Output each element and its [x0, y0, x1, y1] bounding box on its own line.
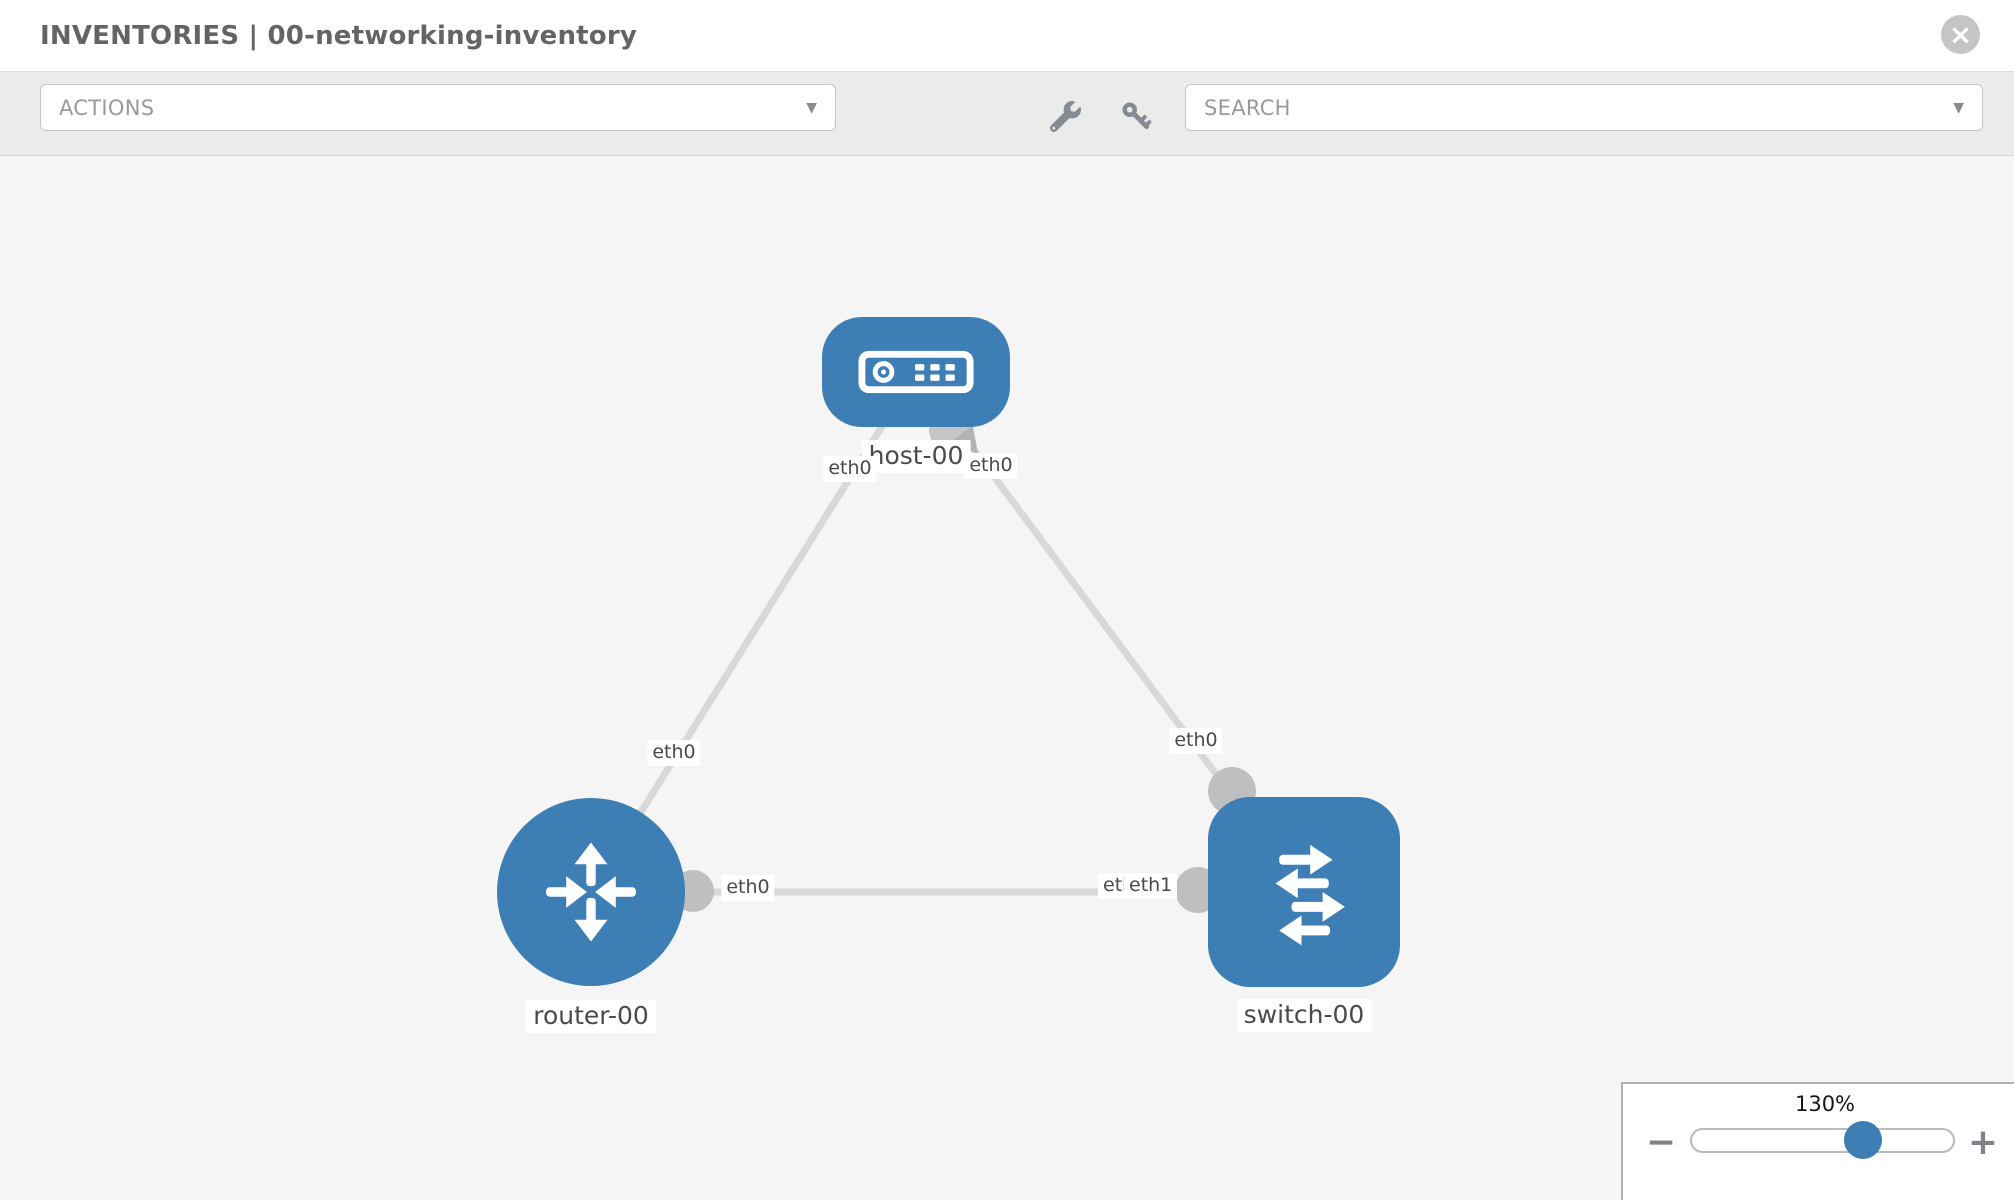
node-label-host: host-00: [861, 440, 971, 473]
credentials-button[interactable]: [1116, 96, 1156, 136]
zoom-slider-thumb[interactable]: [1844, 1121, 1882, 1159]
zoom-out-button[interactable]: −: [1639, 1112, 1683, 1172]
zoom-slider[interactable]: [1690, 1121, 1955, 1159]
search-dropdown[interactable]: SEARCH ▼: [1185, 84, 1983, 131]
iface-label-router-switch-routerend: eth0: [721, 875, 775, 901]
topology-links: [588, 369, 1307, 913]
search-dropdown-label: SEARCH: [1204, 95, 1291, 120]
node-router[interactable]: [497, 798, 685, 986]
key-icon: [1121, 101, 1151, 129]
iface-label-host-switch-hostend: eth0: [964, 453, 1018, 479]
chevron-down-icon: ▼: [1953, 99, 1964, 116]
switch-icon: [1275, 844, 1345, 946]
actions-dropdown-label: ACTIONS: [59, 95, 155, 120]
link-arrowhead: [951, 425, 979, 454]
iface-label-host-switch-switchend: eth0: [1169, 728, 1223, 754]
chevron-down-icon: ▼: [806, 99, 817, 116]
node-host[interactable]: [822, 317, 1010, 427]
node-switch[interactable]: [1208, 797, 1400, 987]
plus-icon: +: [1967, 1121, 1999, 1163]
router-icon: [546, 842, 636, 942]
wrench-icon: [1049, 100, 1081, 132]
page-header: INVENTORIES | 00-networking-inventory ×: [0, 0, 2014, 72]
configure-button[interactable]: [1045, 96, 1085, 136]
topology-canvas[interactable]: host-00 router-00 switch-00 eth0 eth0 et…: [0, 156, 2014, 1200]
iface-label-host-router-routerend: eth0: [647, 740, 701, 766]
close-button[interactable]: ×: [1941, 15, 1980, 54]
close-icon: ×: [1948, 17, 1973, 51]
zoom-level: 130%: [1794, 1092, 1856, 1116]
iface-label-host-router-hostend: eth0: [823, 456, 877, 482]
node-label-router: router-00: [526, 1000, 656, 1033]
page-title: INVENTORIES | 00-networking-inventory: [40, 20, 638, 51]
minus-icon: −: [1645, 1121, 1677, 1163]
host-icon: [858, 350, 974, 394]
node-label-switch: switch-00: [1236, 999, 1372, 1032]
zoom-panel: 130% − +: [1621, 1082, 2014, 1200]
iface-label-router-switch-switchend: eth1: [1124, 873, 1178, 899]
toolbar: ACTIONS ▼ SEARCH ▼: [0, 72, 2014, 156]
actions-dropdown[interactable]: ACTIONS ▼: [40, 84, 836, 131]
zoom-in-button[interactable]: +: [1961, 1112, 2005, 1172]
